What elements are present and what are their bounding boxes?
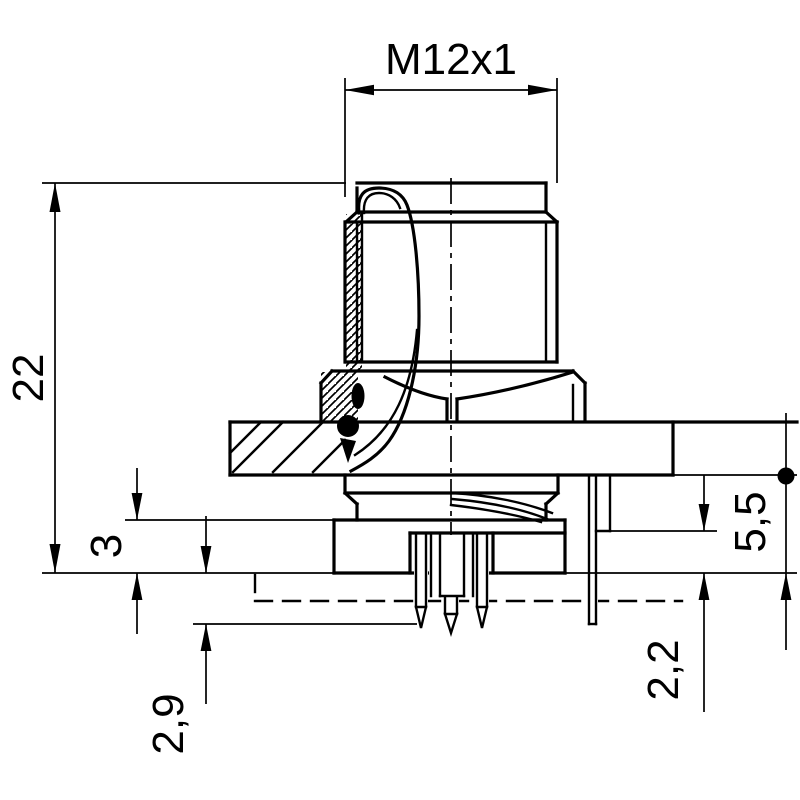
dim-label-rear-depth: 5,5	[726, 491, 775, 552]
arrowhead-down	[200, 546, 212, 573]
pin-left	[414, 531, 428, 629]
break-line-curve	[348, 186, 421, 474]
contact-pins	[414, 531, 489, 637]
dim-label-overall-height: 22	[4, 354, 53, 403]
dim-thread: M12x1	[344, 35, 558, 197]
dim-label-flange-thickness: 3	[82, 534, 131, 558]
arrowhead-up	[131, 573, 143, 600]
reference-lines	[42, 182, 797, 574]
internal-wires	[449, 491, 554, 524]
arrowhead-down	[131, 493, 143, 520]
dim-overall-height: 22	[4, 183, 61, 573]
datum-dot	[777, 467, 795, 485]
arrowhead-down	[698, 504, 710, 531]
dim-label-pin-length: 2,9	[144, 693, 193, 754]
arrowhead-up	[49, 183, 61, 212]
dim-label-thread: M12x1	[385, 35, 517, 84]
arrowhead-right	[528, 84, 557, 96]
dim-rear-depth: 5,5	[726, 413, 795, 650]
hidden-line	[253, 573, 684, 603]
pin-right	[475, 531, 489, 629]
panel-plate	[228, 420, 799, 477]
thread-barrel	[343, 181, 560, 372]
arrowhead-up	[698, 573, 710, 600]
o-ring-seal	[337, 383, 365, 463]
arrowhead-down	[49, 544, 61, 573]
solder-tab	[587, 473, 612, 626]
hex-nut	[318, 368, 588, 423]
arrowhead-up	[780, 573, 792, 600]
arrowhead-up	[200, 624, 212, 651]
section-hatch-wall	[346, 214, 362, 372]
arrowhead-left	[345, 84, 374, 96]
pin-center	[443, 596, 459, 637]
dim-label-tab-step: 2,2	[639, 639, 688, 700]
pin-center-sleeve	[429, 531, 475, 598]
section-hatch-panel	[228, 420, 347, 474]
dim-tab-step: 2,2	[598, 475, 717, 712]
dim-pin-length: 2,9	[144, 516, 417, 755]
dim-flange-thickness: 3	[82, 468, 334, 634]
